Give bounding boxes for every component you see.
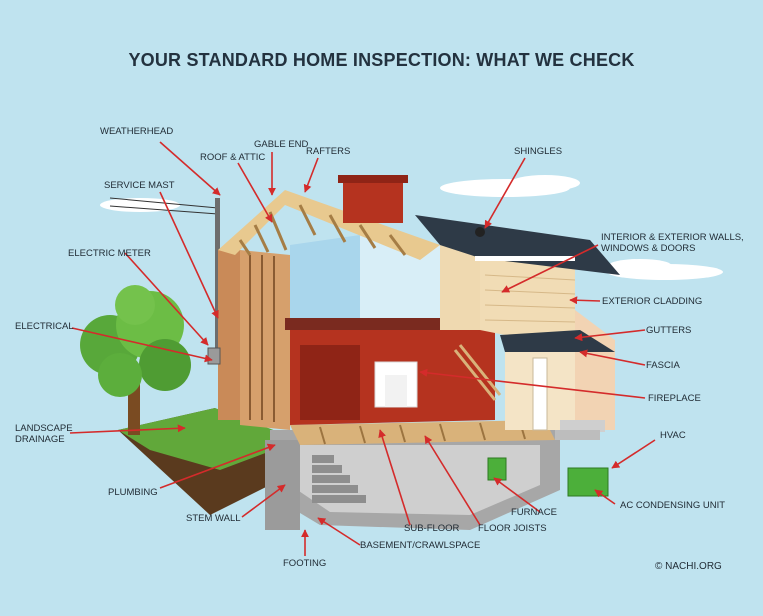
ac-unit-icon	[567, 467, 609, 497]
label-floor-joists: FLOOR JOISTS	[478, 523, 547, 534]
label-electric-meter: ELECTRIC METER	[68, 248, 151, 259]
electric-meter-icon	[207, 347, 221, 365]
label-fireplace: FIREPLACE	[648, 393, 701, 404]
label-hvac: HVAC	[660, 430, 686, 441]
label-landscape-drainage-2: DRAINAGE	[15, 434, 65, 445]
label-gable-end: GABLE END	[254, 139, 309, 150]
power-line	[109, 197, 220, 358]
label-ac-condensing-unit: AC CONDENSING UNIT	[620, 500, 726, 511]
label-stem-wall: STEM WALL	[186, 513, 241, 524]
credit-text: © NACHI.ORG	[655, 561, 722, 572]
label-landscape-drainage-1: LANDSCAPE	[15, 423, 73, 434]
label-fascia: FASCIA	[646, 360, 680, 371]
label-exterior-cladding: EXTERIOR CLADDING	[602, 296, 703, 307]
label-electrical: ELECTRICAL	[15, 321, 74, 332]
page-title: YOUR STANDARD HOME INSPECTION: WHAT WE C…	[128, 50, 635, 70]
label-basement-crawlspace: BASEMENT/CRAWLSPACE	[360, 540, 481, 551]
label-shingles: SHINGLES	[514, 146, 563, 157]
label-roof-attic: ROOF & ATTIC	[200, 152, 266, 163]
label-service-mast: SERVICE MAST	[104, 180, 175, 191]
label-furnace: FURNACE	[511, 507, 557, 518]
foundation	[265, 420, 560, 530]
callout-arrows	[69, 141, 656, 556]
label-interior-exterior-walls-2: WINDOWS & DOORS	[601, 243, 696, 254]
house-walls	[218, 235, 615, 440]
label-weatherhead: WEATHERHEAD	[100, 126, 174, 137]
label-sub-floor: SUB-FLOOR	[404, 523, 460, 534]
label-gutters: GUTTERS	[646, 325, 692, 336]
clouds	[100, 175, 723, 280]
label-plumbing: PLUMBING	[108, 487, 158, 498]
furnace-icon	[487, 457, 507, 481]
label-interior-exterior-walls-1: INTERIOR & EXTERIOR WALLS,	[601, 232, 744, 243]
label-footing: FOOTING	[283, 558, 327, 569]
label-rafters: RAFTERS	[306, 146, 351, 157]
